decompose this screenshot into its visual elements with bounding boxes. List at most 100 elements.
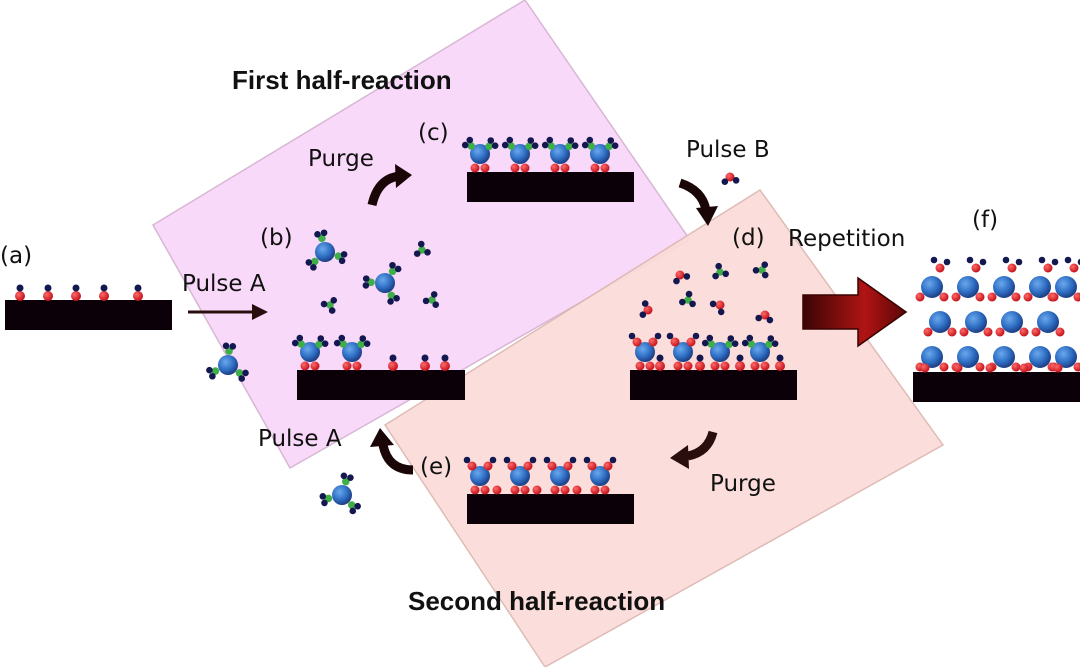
pulse-b-arrow xyxy=(678,178,718,226)
ligand-atom xyxy=(607,137,615,144)
metal-atom xyxy=(550,466,570,486)
oxygen-atom xyxy=(995,327,1005,337)
metal-atom xyxy=(1055,346,1077,368)
oxygen-atom xyxy=(648,337,658,347)
ligand-atom xyxy=(679,298,686,306)
oxygen-atom xyxy=(935,263,945,273)
metal-atom xyxy=(1029,346,1051,368)
oxygen-atom xyxy=(133,291,143,301)
ligand-core-atom xyxy=(707,340,715,348)
oxygen-atom xyxy=(1069,263,1079,273)
ligand-atom xyxy=(654,332,662,340)
ligand-core-atom xyxy=(326,301,334,309)
reactant-b-molecule xyxy=(755,310,774,324)
metal-atom xyxy=(332,485,352,505)
oxygen-atom xyxy=(939,292,949,302)
reactant-b-molecule xyxy=(721,172,740,186)
oxygen-atom xyxy=(603,461,613,471)
metal-atom xyxy=(470,144,490,164)
step-label-b: (b) xyxy=(260,225,293,251)
ligand-atom xyxy=(732,177,740,184)
ligand-atom xyxy=(503,456,511,464)
metal-atom xyxy=(750,342,770,362)
ligand-atom xyxy=(394,265,402,273)
oxygen-atom xyxy=(1007,263,1017,273)
ligand-core-atom xyxy=(235,369,244,377)
oxygen-atom xyxy=(715,300,725,310)
ligand-atom xyxy=(966,256,974,264)
ligand-atom xyxy=(741,339,749,347)
metal-atom xyxy=(590,466,610,486)
oxygen-atom xyxy=(655,361,665,371)
ligand-atom xyxy=(349,507,357,515)
surface-a-hydroxyls xyxy=(15,284,143,301)
ligand-atom xyxy=(569,456,577,464)
ligand-atom xyxy=(320,300,328,308)
metal-atom xyxy=(550,144,570,164)
metal-atom xyxy=(673,342,693,362)
ligand-core-atom xyxy=(547,142,555,150)
ligand-atom xyxy=(393,295,400,302)
ligand-fragment xyxy=(712,262,730,280)
purge-second-label: Purge xyxy=(710,471,776,497)
metal-atom xyxy=(510,466,530,486)
ligand-atom xyxy=(1038,256,1046,264)
repetition-arrow xyxy=(802,276,908,348)
metal-atom xyxy=(342,342,362,362)
ligand-atom xyxy=(321,340,329,347)
metal-atom xyxy=(1001,311,1023,333)
oxygen-atom xyxy=(985,363,995,373)
ligand-atom xyxy=(527,137,535,144)
ligand-atom xyxy=(72,284,80,292)
ligand-atom xyxy=(222,342,230,350)
ligand-core-atom xyxy=(605,142,613,151)
oxygen-atom xyxy=(388,361,398,371)
ligand-atom xyxy=(586,136,594,144)
ligand-atom xyxy=(706,334,714,342)
ligand-fragment xyxy=(413,240,431,257)
ligand-atom xyxy=(359,335,367,342)
ligand-core-atom xyxy=(587,142,595,150)
surface-c-adsorbates xyxy=(461,136,619,173)
precursor-molecule xyxy=(206,342,249,382)
oxygen-atom xyxy=(492,485,502,495)
oxygen-atom xyxy=(683,361,693,371)
substrate-d xyxy=(630,370,797,400)
ligand-atom xyxy=(296,334,304,342)
oxygen-atom xyxy=(510,163,520,173)
oxygen-atom xyxy=(1055,327,1065,337)
precursor-molecule xyxy=(319,472,361,515)
ligand-atom xyxy=(209,372,216,380)
oxygen-atom xyxy=(750,361,760,371)
ligand-atom xyxy=(229,343,237,350)
oxygen-atom xyxy=(920,363,930,373)
ligand-atom xyxy=(100,284,108,292)
oxygen-atom xyxy=(1011,362,1021,372)
oxygen-atom xyxy=(923,327,933,337)
substrate-f xyxy=(913,372,1080,402)
ligand-atom xyxy=(340,251,348,258)
oxygen-atom xyxy=(1019,363,1029,373)
ligand-atom xyxy=(766,316,774,324)
ligand-atom xyxy=(333,339,341,347)
ligand-atom xyxy=(752,266,760,274)
oxygen-atom xyxy=(470,485,480,495)
oxygen-atom xyxy=(983,327,993,337)
ligand-atom xyxy=(709,300,717,308)
oxygen-atom xyxy=(352,361,362,371)
ligand-atom xyxy=(673,277,680,285)
oxygen-atom xyxy=(959,327,969,337)
oxygen-atom xyxy=(470,163,480,173)
ligand-core-atom xyxy=(339,340,347,348)
ligand-atom xyxy=(1077,258,1080,266)
ligand-atom xyxy=(363,340,371,347)
ligand-atom xyxy=(696,354,704,362)
ligand-atom xyxy=(641,300,649,307)
ligand-atom xyxy=(701,339,709,347)
ligand-atom xyxy=(466,136,474,144)
oxygen-atom xyxy=(971,263,981,273)
ligand-atom xyxy=(541,141,549,149)
oxygen-atom xyxy=(760,310,770,320)
oxygen-atom xyxy=(480,163,490,173)
oxygen-atom xyxy=(987,292,997,302)
